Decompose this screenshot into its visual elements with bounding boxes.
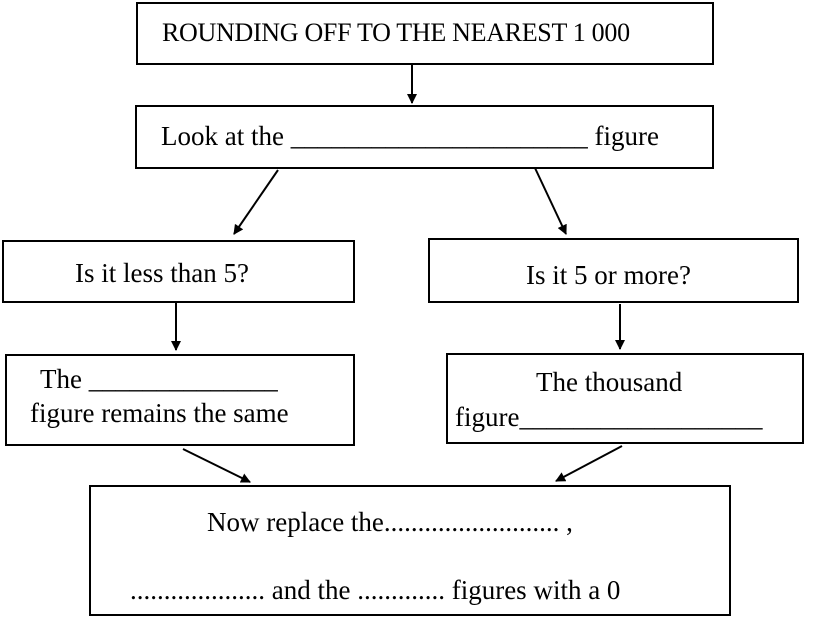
- remains-line2: figure remains the same: [30, 398, 289, 428]
- replace-line1: Now replace the.........................…: [207, 507, 573, 537]
- less-than-5-text: Is it less than 5?: [75, 258, 249, 288]
- arrow-thousand-to-replace: [555, 445, 623, 482]
- title-box: [136, 2, 714, 65]
- remains-box: [5, 354, 355, 446]
- replace-box: [89, 485, 731, 616]
- arrow-look-to-less: [233, 169, 279, 235]
- thousand-line1: The thousand: [536, 367, 683, 397]
- look-box: [135, 105, 714, 169]
- arrow-look-to-more: [534, 167, 567, 235]
- look-text: Look at the ______________________ figur…: [161, 121, 659, 151]
- thousand-box: [446, 353, 804, 444]
- arrow-remains-to-replace: [182, 448, 251, 483]
- title-text: ROUNDING OFF TO THE NEAREST 1 000: [162, 18, 630, 47]
- remains-line1: The ______________: [40, 364, 278, 394]
- five-or-more-box: [428, 238, 799, 303]
- replace-line2: .................... and the ...........…: [130, 575, 621, 605]
- less-than-5-box: [2, 240, 355, 303]
- five-or-more-text: Is it 5 or more?: [526, 260, 691, 290]
- thousand-line2: figure__________________: [455, 402, 763, 432]
